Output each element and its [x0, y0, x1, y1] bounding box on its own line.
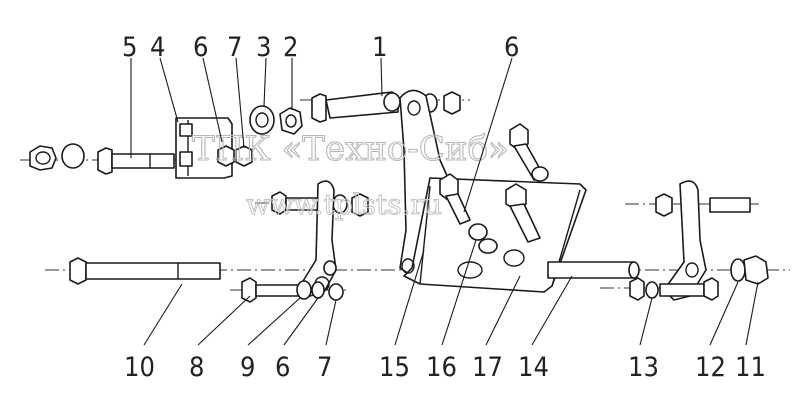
- upper-left-assembly: [29, 105, 303, 179]
- bracket-4-part: [175, 117, 253, 179]
- callout-numbers: 5 4 6 7 3 2 1 6 10 8 9 6 7 15 16 17 14 1…: [122, 32, 766, 383]
- callout-10: 10: [124, 352, 155, 383]
- leader-lines: [130, 57, 759, 346]
- bolt-5-part: [97, 147, 175, 175]
- upper-bolt-1-assembly: [311, 91, 461, 123]
- callout-14: 14: [518, 352, 549, 383]
- central-plate-assembly: [399, 89, 587, 293]
- watermark-line2: www.tplsts.ru: [246, 188, 442, 221]
- callout-7-top: 7: [227, 32, 242, 63]
- watermark-line1: ТПК «Техно-Сиб»: [192, 129, 509, 169]
- callout-5: 5: [122, 32, 137, 63]
- callout-13: 13: [628, 352, 659, 383]
- callout-16: 16: [426, 352, 457, 383]
- callout-7-bottom: 7: [317, 352, 332, 383]
- callout-6-right: 6: [504, 32, 519, 63]
- callout-12: 12: [695, 352, 726, 383]
- washer-part: [61, 143, 85, 169]
- callout-9: 9: [240, 352, 255, 383]
- bushing-3-part: [249, 105, 275, 135]
- callout-17: 17: [472, 352, 503, 383]
- long-shaft-assembly: [69, 257, 640, 285]
- callout-6-bottom: 6: [275, 352, 290, 383]
- hex-nut-part: [29, 145, 57, 171]
- callout-1: 1: [372, 32, 387, 63]
- washer-2-part: [279, 107, 303, 135]
- callout-11: 11: [735, 352, 766, 383]
- callout-3: 3: [256, 32, 271, 63]
- watermark: ТПК «Техно-Сиб» www.tplsts.ru: [191, 128, 509, 221]
- callout-15: 15: [379, 352, 410, 383]
- callout-6-top: 6: [193, 32, 208, 63]
- callout-4: 4: [150, 32, 165, 63]
- right-lever-assembly: [629, 180, 769, 301]
- left-lever-assembly: [241, 180, 369, 303]
- callout-8: 8: [189, 352, 204, 383]
- callout-2: 2: [283, 32, 298, 63]
